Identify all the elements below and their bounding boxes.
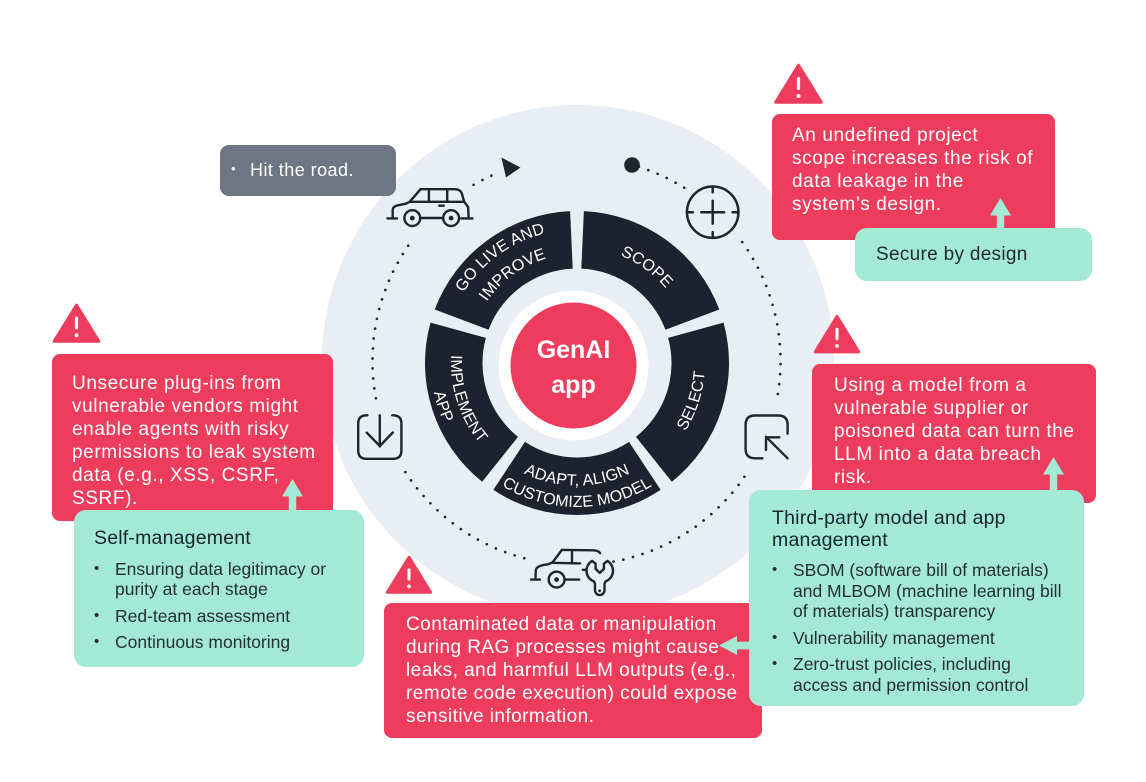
svg-text:app: app — [551, 371, 595, 399]
svg-text:GenAI: GenAI — [537, 336, 611, 364]
